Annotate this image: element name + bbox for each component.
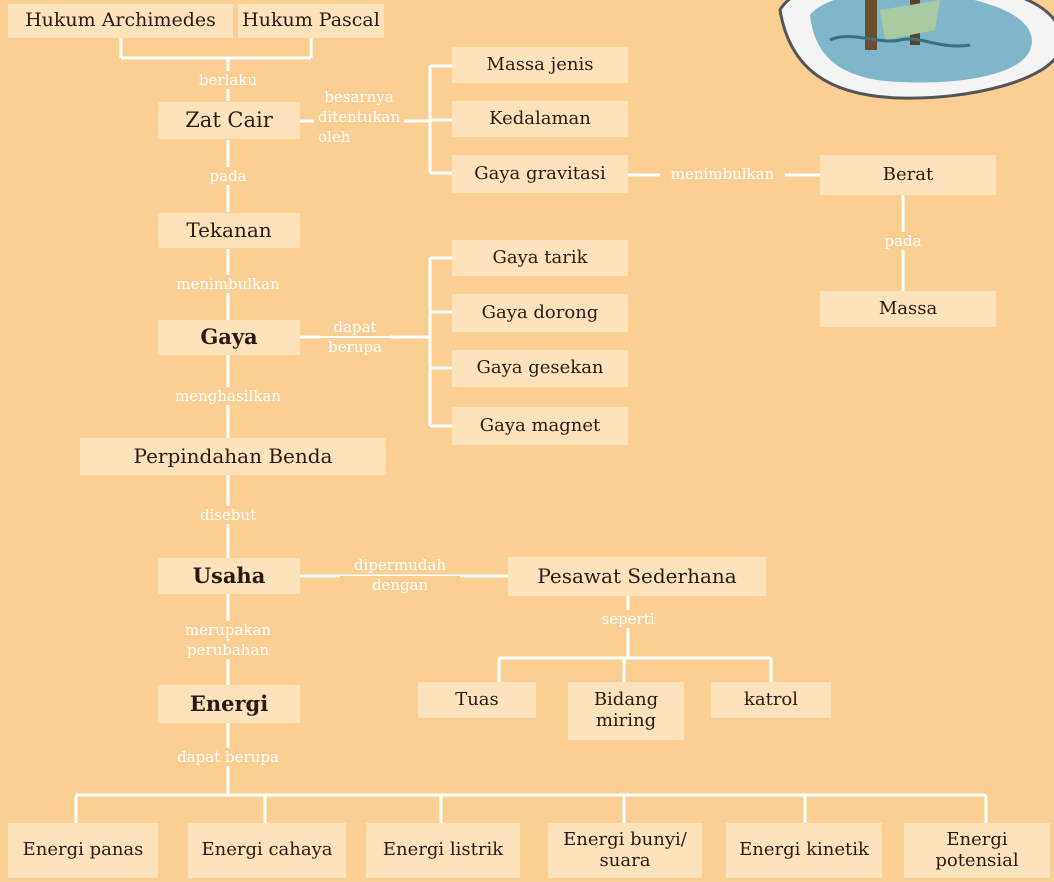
gaya-tarik-node: Gaya tarik (452, 240, 628, 276)
label-menghasilkan: menghasilkan (163, 387, 293, 405)
energi-panas-node: Energi panas (8, 823, 158, 878)
label-pada-massa: pada (873, 232, 933, 250)
bunyi-line2: suara (599, 849, 651, 871)
gaya-gravitasi-node: Gaya gravitasi (452, 155, 628, 193)
label-dengan: dengan (340, 576, 460, 594)
bidang-line2: miring (595, 710, 657, 731)
label-berupa: berupa (320, 338, 390, 356)
zat-cair-node: Zat Cair (158, 102, 300, 139)
berat-node: Berat (820, 155, 996, 195)
hukum-archimedes-node: Hukum Archimedes (8, 4, 233, 38)
gaya-magnet-node: Gaya magnet (452, 407, 628, 445)
label-oleh: oleh (314, 128, 368, 146)
label-berlaku: berlaku (188, 71, 268, 89)
tekanan-node: Tekanan (158, 213, 300, 248)
hukum-pascal-node: Hukum Pascal (238, 4, 384, 38)
label-dapat: dapat (320, 318, 390, 336)
gaya-dorong-node: Gaya dorong (452, 294, 628, 332)
massa-node: Massa (820, 291, 996, 327)
bidang-line1: Bidang (593, 689, 659, 711)
label-besarnya: besarnya (314, 88, 404, 106)
potensial-line1: Energi (946, 828, 1008, 850)
perpindahan-benda-node: Perpindahan Benda (80, 438, 386, 475)
massa-jenis-node: Massa jenis (452, 47, 628, 83)
label-dipermudah: dipermudah (340, 556, 460, 574)
energi-listrik-node: Energi listrik (366, 823, 520, 878)
energi-potensial-node: Energi potensial (904, 823, 1050, 878)
bunyi-line1: Energi bunyi/ (563, 828, 687, 850)
energi-node: Energi (158, 685, 300, 723)
pesawat-sederhana-node: Pesawat Sederhana (508, 557, 766, 596)
bidang-miring-node: Bidang miring (568, 682, 684, 740)
label-menimbulkan: menimbulkan (168, 275, 288, 293)
gaya-gesekan-node: Gaya gesekan (452, 350, 628, 387)
tuas-node: Tuas (418, 682, 536, 718)
label-pada: pada (198, 167, 258, 185)
label-ditentukan: ditentukan (314, 108, 404, 126)
energi-bunyi-node: Energi bunyi/ suara (548, 823, 702, 878)
label-menimbulkan-berat: menimbulkan (660, 165, 785, 183)
energi-kinetik-node: Energi kinetik (726, 823, 882, 878)
potensial-line2: potensial (935, 849, 1019, 871)
swimming-pool-illustration (778, 0, 1054, 100)
label-merupakan: merupakan (173, 621, 283, 639)
kedalaman-node: Kedalaman (452, 101, 628, 137)
label-dapat-berupa: dapat berupa (155, 748, 301, 766)
gaya-node: Gaya (158, 320, 300, 355)
energi-cahaya-node: Energi cahaya (188, 823, 346, 878)
label-disebut: disebut (188, 506, 268, 524)
usaha-node: Usaha (158, 558, 300, 594)
label-seperti: seperti (593, 610, 663, 628)
label-perubahan: perubahan (173, 641, 283, 659)
katrol-node: katrol (711, 682, 831, 718)
